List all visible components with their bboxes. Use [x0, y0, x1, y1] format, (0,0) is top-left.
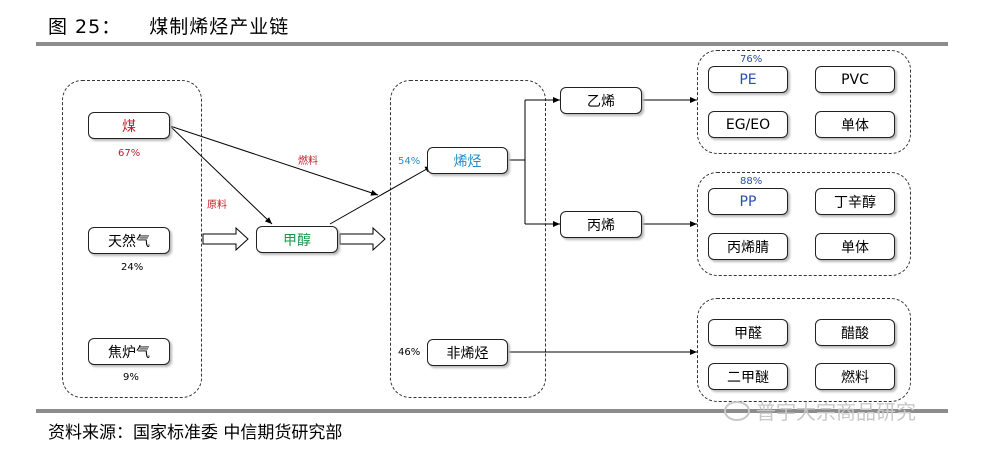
ethylene-products-group [697, 50, 911, 154]
coke-oven-gas-share: 9% [123, 372, 139, 383]
figure-number: 图 25： [48, 16, 122, 38]
fuel-edge-label: 燃料 [298, 156, 318, 167]
coal-to-olefins-arrow [169, 125, 379, 196]
product-pe: PE [708, 66, 788, 93]
olefins-box: 烯烃 [427, 147, 508, 174]
product-acrylonitrile: 丙烯腈 [708, 233, 788, 260]
product-fuel: 燃料 [815, 363, 895, 390]
propylene-products-share: 88% [740, 176, 763, 187]
coal-share: 67% [118, 148, 141, 159]
coke-oven-gas-box: 焦炉气 [88, 338, 170, 365]
raw-material-edge-label: 原料 [207, 200, 227, 211]
coal-box: 煤 [88, 112, 170, 139]
top-rule [36, 42, 948, 46]
product-butyl-octanol: 丁辛醇 [815, 188, 895, 215]
methanol-box: 甲醇 [256, 226, 338, 253]
non-olefins-box: 非烯烃 [427, 339, 508, 366]
ethylene-box: 乙烯 [560, 87, 642, 114]
product-pvc: PVC [815, 66, 895, 93]
bottom-rule [36, 409, 948, 413]
product-dimethyl-ether: 二甲醚 [708, 363, 788, 390]
block-arrow-to-methanol [202, 226, 249, 252]
source-note: 资料来源：国家标准委 中信期货研究部 [48, 423, 343, 443]
feedstock-group [62, 80, 202, 398]
watermark: 普宇大宗商品研究 [724, 396, 916, 425]
block-arrow-from-methanol [339, 226, 386, 252]
olefin-group [390, 80, 546, 398]
ethylene-products-share: 76% [740, 54, 763, 65]
olefins-share: 54% [398, 156, 421, 167]
wechat-icon [724, 400, 750, 421]
non-olefin-products-group [697, 298, 911, 402]
natural-gas-box: 天然气 [88, 227, 170, 254]
natural-gas-share: 24% [121, 262, 144, 273]
product-formaldehyde: 甲醛 [708, 319, 788, 346]
product-ethylene-monomer: 单体 [815, 111, 895, 138]
product-eg-eo: EG/EO [708, 111, 788, 138]
propylene-box: 丙烯 [560, 211, 642, 238]
non-olefins-share: 46% [398, 347, 421, 358]
figure-title-text: 煤制烯烃产业链 [149, 16, 290, 38]
figure-title: 图 25： 煤制烯烃产业链 [48, 12, 289, 39]
methanol-to-olefins-arrow [329, 165, 433, 225]
coal-to-methanol-arrow [169, 125, 273, 225]
propylene-products-group [697, 172, 911, 276]
product-propylene-monomer: 单体 [815, 233, 895, 260]
product-acetic-acid: 醋酸 [815, 319, 895, 346]
watermark-text: 普宇大宗商品研究 [756, 400, 916, 424]
product-pp: PP [708, 188, 788, 215]
